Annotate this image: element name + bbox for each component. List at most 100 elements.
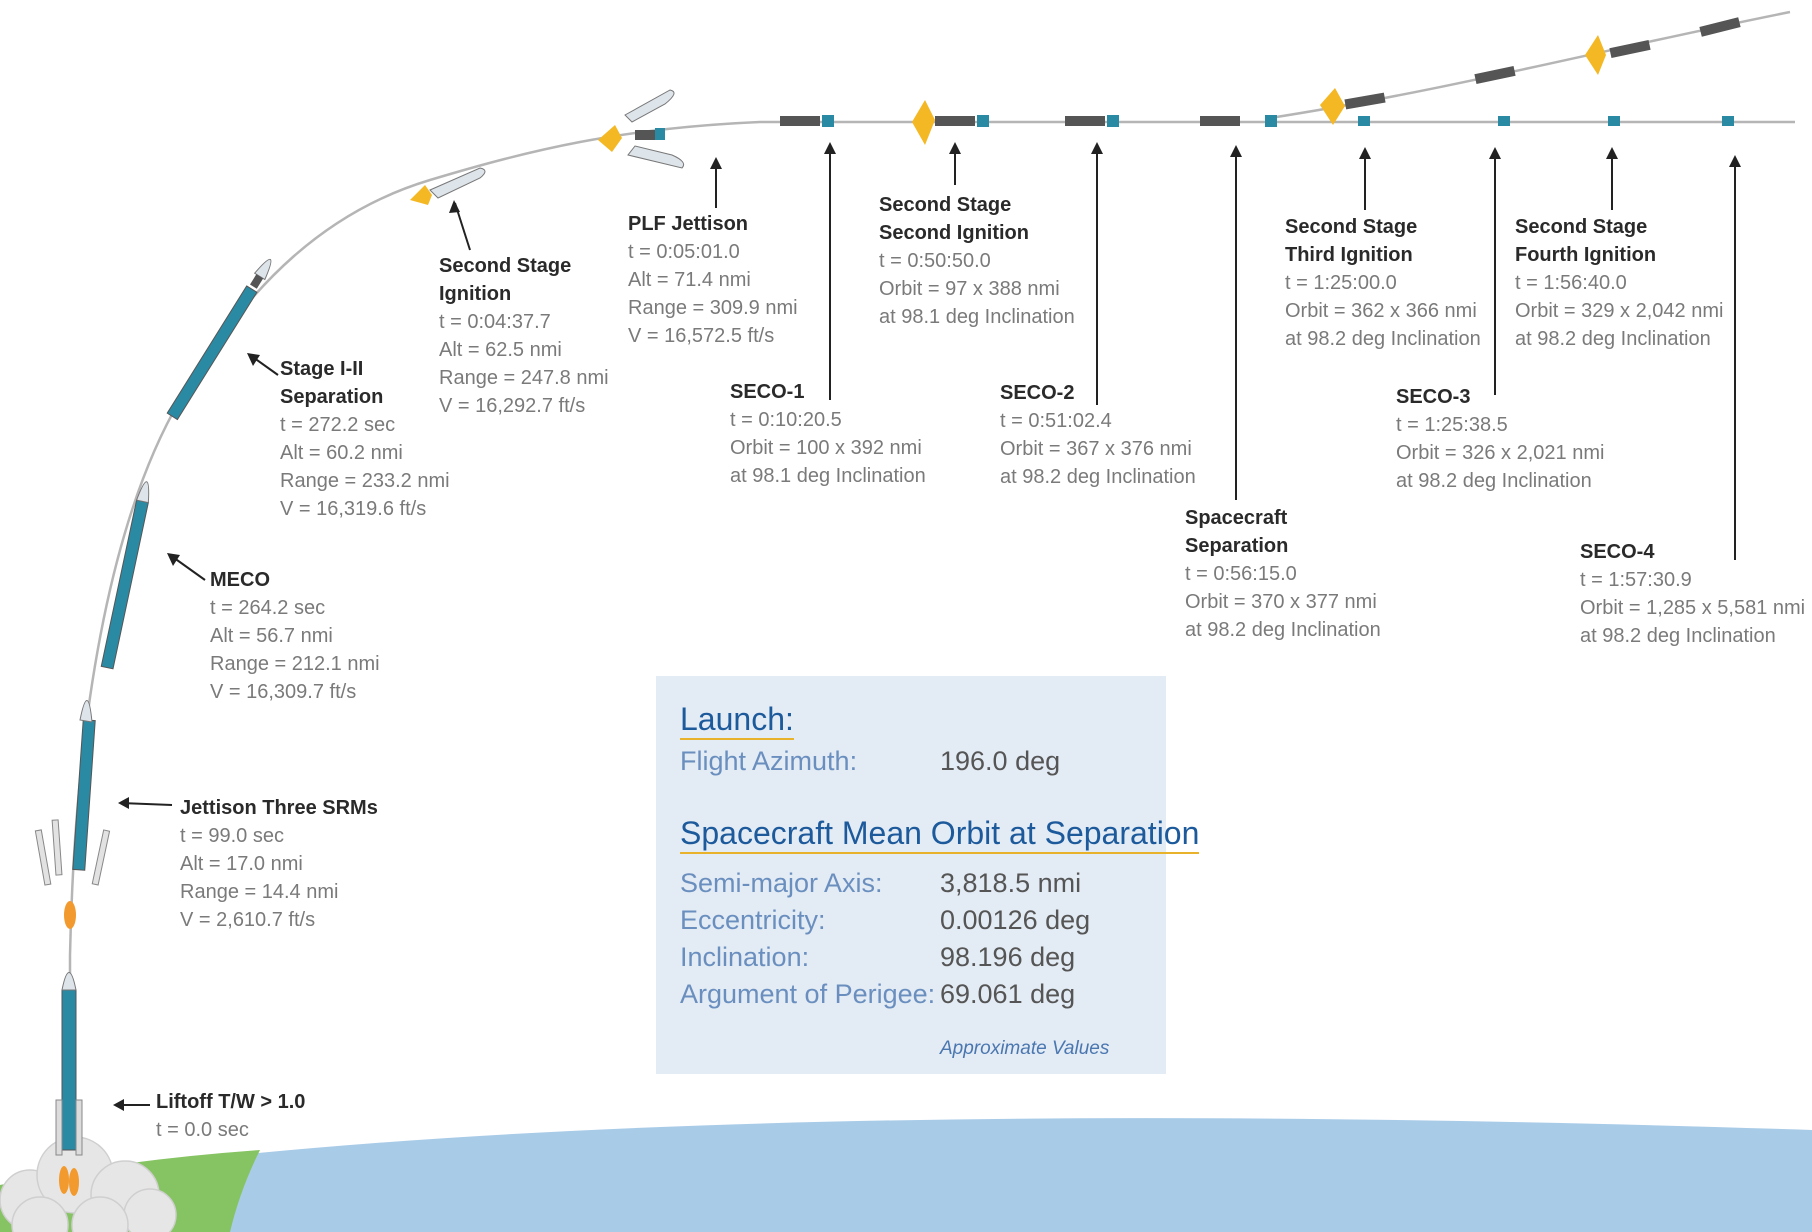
upper-stage-seco2-icon bbox=[1065, 115, 1119, 127]
event-line: Range = 247.8 nmi bbox=[439, 367, 609, 389]
event-line: t = 0:10:20.5 bbox=[730, 409, 842, 431]
event-line: t = 264.2 sec bbox=[210, 597, 326, 619]
event-spacecraft-separation: Spacecraft Separation t = 0:56:15.0 Orbi… bbox=[1185, 504, 1381, 644]
event-second-stage-ignition: Second Stage Ignition t = 0:04:37.7 Alt … bbox=[439, 252, 609, 420]
flight-azimuth-value: 196.0 deg bbox=[940, 746, 1061, 776]
event-line: at 98.1 deg Inclination bbox=[730, 465, 926, 487]
rocket-liftoff-icon bbox=[55, 972, 83, 1196]
event-line: V = 2,610.7 ft/s bbox=[180, 909, 316, 931]
event-liftoff: Liftoff T/W > 1.0 t = 0.0 sec bbox=[156, 1088, 305, 1144]
event-line: Orbit = 97 x 388 nmi bbox=[879, 278, 1060, 300]
upper-stage-seco3-icon bbox=[1474, 65, 1516, 85]
event-title: Liftoff T/W > 1.0 bbox=[156, 1091, 306, 1113]
eccentricity-label: Eccentricity: bbox=[680, 905, 826, 935]
event-title: MECO bbox=[210, 569, 270, 591]
event-title: Ignition bbox=[439, 283, 512, 305]
upper-stage-seco4-icon bbox=[1699, 17, 1741, 37]
spacecraft-in-orbit-icons bbox=[1358, 116, 1734, 126]
launch-cloud bbox=[0, 1136, 177, 1232]
inclination-label: Inclination: bbox=[680, 942, 810, 972]
event-second-stage-second-ignition: Second Stage Second Ignition t = 0:50:50… bbox=[879, 191, 1075, 331]
rocket-meco-icon bbox=[100, 481, 150, 670]
event-line: V = 16,319.6 ft/s bbox=[280, 498, 427, 520]
event-line: t = 1:25:00.0 bbox=[1285, 272, 1397, 294]
event-line: V = 16,572.5 ft/s bbox=[628, 325, 775, 347]
event-title: Second Stage bbox=[1515, 216, 1648, 238]
event-title: Second Stage bbox=[439, 255, 572, 277]
event-title: Third Ignition bbox=[1285, 244, 1413, 266]
orbit-info-panel: Launch: Flight Azimuth: 196.0 deg Spacec… bbox=[656, 676, 1200, 1074]
argument-of-perigee-label: Argument of Perigee: bbox=[680, 979, 936, 1009]
event-meco: MECO t = 264.2 sec Alt = 56.7 nmi Range … bbox=[210, 566, 380, 706]
event-line: t = 0:50:50.0 bbox=[879, 250, 991, 272]
inclination-value: 98.196 deg bbox=[940, 942, 1076, 972]
event-plf-jettison: PLF Jettison t = 0:05:01.0 Alt = 71.4 nm… bbox=[628, 210, 798, 350]
upper-stage-seco1-icon bbox=[780, 115, 834, 127]
plf-jettison-icon bbox=[598, 89, 685, 169]
approximate-values-note: Approximate Values bbox=[940, 1038, 1110, 1059]
event-title: SECO-4 bbox=[1580, 541, 1655, 563]
event-title: SECO-3 bbox=[1396, 386, 1471, 408]
event-second-stage-third-ignition: Second Stage Third Ignition t = 1:25:00.… bbox=[1285, 213, 1481, 353]
arrow-heads bbox=[113, 142, 1741, 1111]
event-line: t = 0.0 sec bbox=[156, 1119, 249, 1141]
upper-stage-fourth-ignition-icon bbox=[1585, 35, 1651, 75]
spacecraft-separation-icon bbox=[1200, 115, 1277, 127]
event-line: t = 1:57:30.9 bbox=[1580, 569, 1692, 591]
event-title: Fourth Ignition bbox=[1515, 244, 1657, 266]
event-line: Alt = 62.5 nmi bbox=[439, 339, 562, 361]
event-line: Orbit = 370 x 377 nmi bbox=[1185, 591, 1377, 613]
event-line: Range = 233.2 nmi bbox=[280, 470, 450, 492]
event-title: Separation bbox=[1185, 535, 1289, 557]
event-line: Range = 212.1 nmi bbox=[210, 653, 380, 675]
event-line: Orbit = 367 x 376 nmi bbox=[1000, 438, 1192, 460]
rocket-srm-jettison-icon bbox=[34, 700, 111, 929]
event-line: t = 0:05:01.0 bbox=[628, 241, 740, 263]
event-line: t = 1:56:40.0 bbox=[1515, 272, 1627, 294]
eccentricity-value: 0.00126 deg bbox=[940, 905, 1091, 935]
event-title: Second Stage bbox=[879, 194, 1012, 216]
orbit-heading: Spacecraft Mean Orbit at Separation bbox=[680, 814, 1200, 854]
event-line: Orbit = 326 x 2,021 nmi bbox=[1396, 442, 1605, 464]
event-line: Alt = 60.2 nmi bbox=[280, 442, 403, 464]
event-line: Orbit = 329 x 2,042 nmi bbox=[1515, 300, 1724, 322]
event-line: at 98.2 deg Inclination bbox=[1515, 328, 1711, 350]
event-stage-separation: Stage I-II Separation t = 272.2 sec Alt … bbox=[280, 355, 450, 523]
semi-major-axis-value: 3,818.5 nmi bbox=[940, 868, 1082, 898]
event-line: t = 99.0 sec bbox=[180, 825, 284, 847]
event-title: Separation bbox=[280, 386, 384, 408]
event-line: Orbit = 1,285 x 5,581 nmi bbox=[1580, 597, 1806, 619]
event-line: at 98.2 deg Inclination bbox=[1185, 619, 1381, 641]
event-line: Orbit = 362 x 366 nmi bbox=[1285, 300, 1477, 322]
event-line: t = 0:51:02.4 bbox=[1000, 410, 1112, 432]
event-title: Jettison Three SRMs bbox=[180, 797, 378, 819]
event-seco-2: SECO-2 t = 0:51:02.4 Orbit = 367 x 376 n… bbox=[1000, 379, 1196, 491]
event-title: Second Stage bbox=[1285, 216, 1418, 238]
event-line: Alt = 17.0 nmi bbox=[180, 853, 303, 875]
semi-major-axis-label: Semi-major Axis: bbox=[680, 868, 883, 898]
event-line: Orbit = 100 x 392 nmi bbox=[730, 437, 922, 459]
event-line: t = 0:04:37.7 bbox=[439, 311, 551, 333]
event-line: V = 16,292.7 ft/s bbox=[439, 395, 586, 417]
event-line: t = 1:25:38.5 bbox=[1396, 414, 1508, 436]
rocket-stage-separation-icon bbox=[166, 258, 272, 421]
event-title: Spacecraft bbox=[1185, 507, 1288, 529]
event-jettison-srms: Jettison Three SRMs t = 99.0 sec Alt = 1… bbox=[180, 794, 378, 934]
event-line: Range = 309.9 nmi bbox=[628, 297, 798, 319]
event-line: V = 16,309.7 ft/s bbox=[210, 681, 357, 703]
event-title: Stage I-II bbox=[280, 358, 364, 380]
event-line: t = 0:56:15.0 bbox=[1185, 563, 1297, 585]
upper-stage-second-ignition-icon bbox=[912, 100, 989, 145]
event-seco-3: SECO-3 t = 1:25:38.5 Orbit = 326 x 2,021… bbox=[1396, 383, 1604, 495]
event-line: Alt = 56.7 nmi bbox=[210, 625, 333, 647]
event-title: PLF Jettison bbox=[628, 213, 749, 235]
event-line: Alt = 71.4 nmi bbox=[628, 269, 751, 291]
event-title: Second Ignition bbox=[879, 222, 1029, 244]
event-seco-1: SECO-1 t = 0:10:20.5 Orbit = 100 x 392 n… bbox=[730, 378, 926, 490]
launch-heading: Launch: bbox=[680, 700, 794, 740]
event-line: at 98.1 deg Inclination bbox=[879, 306, 1075, 328]
event-seco-4: SECO-4 t = 1:57:30.9 Orbit = 1,285 x 5,5… bbox=[1580, 538, 1805, 650]
event-line: at 98.2 deg Inclination bbox=[1000, 466, 1196, 488]
flight-azimuth-label: Flight Azimuth: bbox=[680, 746, 858, 776]
second-stage-ignition-icon bbox=[410, 167, 486, 205]
